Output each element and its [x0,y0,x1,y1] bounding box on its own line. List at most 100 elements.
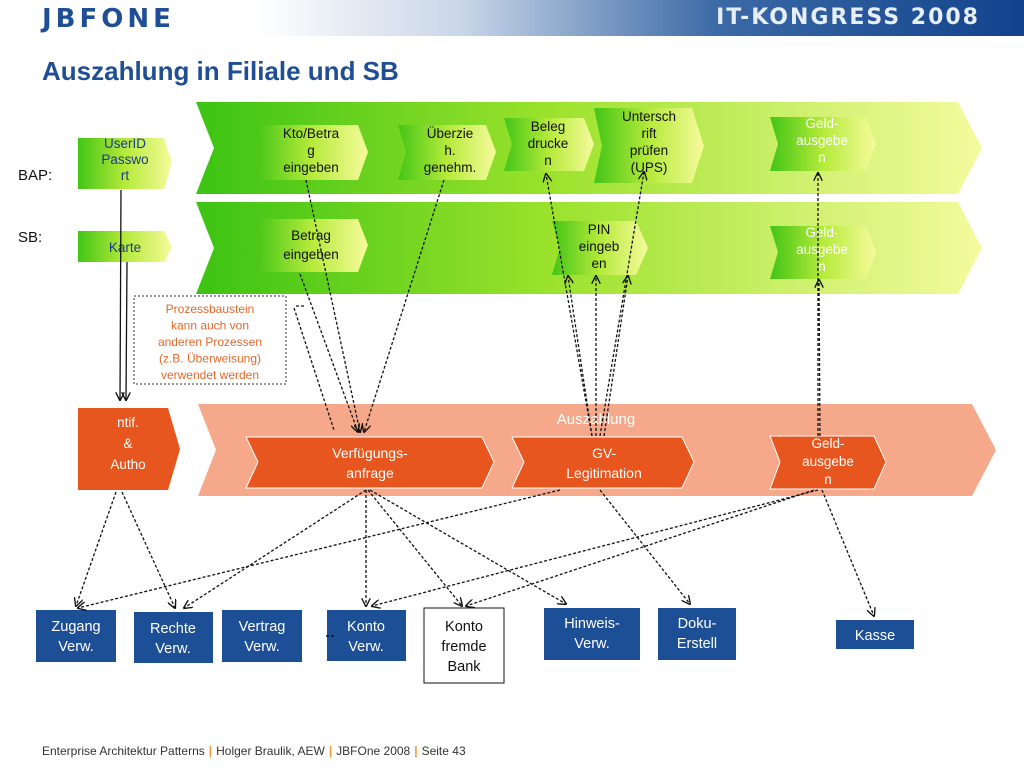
gv-legitimation-box: GV- Legitimation [511,436,695,489]
text-line: anfrage [346,465,394,481]
text-line: Prozessbaustein [166,302,255,316]
text-line: Verfügungs- [332,445,408,461]
text-line: Konto [347,619,385,635]
text-line: Kto/Betra [283,126,340,141]
text-line: UserID [104,136,146,151]
text-line: g [307,143,315,158]
text-line: eingeben [283,160,339,175]
page-title: Auszahlung in Filiale und SB [42,56,399,86]
text-line: rift [642,126,657,141]
text-line: Geld- [805,116,838,131]
text-line: eingeben [283,247,339,262]
text-line: verwendet werden [161,368,259,382]
doku-erstell-box: Doku- Erstell [658,608,736,660]
text-line: Verw. [244,639,279,655]
text-line: n [818,259,826,274]
svg-text:Hinweis-Verw.: Hinweis- Verw. [564,616,620,652]
text-line: Doku- [678,616,717,632]
text-line: Vertrag [239,619,286,635]
svg-text:Doku-Erstell: Doku- Erstell [677,616,717,652]
text-line: Zugang [51,619,100,635]
text-line: Verw. [58,639,93,655]
text-line: (z.B. Überweisung) [159,352,261,366]
text-line: ausgebe [796,133,848,148]
text-line: Karte [109,240,141,255]
text-line: Beleg [531,119,566,134]
sb-label: SB: [18,229,42,246]
text-line: Untersch [622,109,676,124]
solid-arrows [120,189,127,400]
karte-box: Karte [78,231,172,262]
footer: Enterprise Architektur Patterns|Holger B… [42,744,466,758]
text-line: Konto [445,619,483,635]
text-line: Geld- [811,436,844,451]
congress-label: IT-KONGRESS 2008 [716,5,980,30]
footer-part-3: JBFOne 2008 [336,744,411,758]
text-line: (UPS) [631,160,668,175]
hinweis-verw-box: Hinweis- Verw. [544,608,640,660]
text-line: ntif. [117,415,139,430]
footer-part-1: Enterprise Architektur Patterns [42,744,205,758]
text-line: kann auch von [171,319,249,333]
unterschrift-box: Untersch rift prüfen (UPS) [594,108,704,183]
svg-text:GV-Legitimation: GV- Legitimation [566,445,642,481]
dotted-arrows [76,172,874,637]
svg-text:Karte: Karte [109,240,141,255]
text-line: drucke [528,136,569,151]
text-line: Kasse [855,628,895,644]
svg-text:Kasse: Kasse [855,628,895,644]
jbfone-logo: JBFONE [42,4,175,34]
text-line: Betrag [291,228,331,243]
text-line: Verw. [155,641,190,657]
text-line: ausgebe [802,454,854,469]
header-banner: JBFONE IT-KONGRESS 2008 [0,0,1024,36]
text-line: en [591,256,606,271]
text-line: Erstell [677,636,717,652]
text-line: Bank [447,659,481,675]
text-line: Legitimation [566,465,642,481]
text-line: Verw. [574,636,609,652]
text-line: fremde [441,639,486,655]
footer-part-2: Holger Braulik, AEW [216,744,325,758]
text-line: Autho [110,457,145,472]
text-line: ausgebe [796,242,848,257]
text-line: eingeb [579,239,620,254]
text-line: Geld- [805,225,838,240]
text-line: prüfen [630,143,668,158]
text-line: Rechte [150,621,196,637]
process-note: Prozessbaustein kann auch von anderen Proz… [133,295,287,385]
text-line: GV- [592,445,616,461]
text-line: Verw. [348,639,383,655]
text-line: Hinweis- [564,616,620,632]
text-line: anderen Prozessen [158,335,262,349]
text-line: genehm. [424,160,477,175]
text-line: h. [444,143,455,158]
betrag-sb-box: Betrag eingeben [254,219,368,272]
text-line: Authe [110,394,145,409]
footer-part-4: Seite 43 [421,744,466,758]
text-line: n [824,472,832,487]
verfuegung-box: Verfügungs-anfrage [245,436,495,489]
bap-label: BAP: [18,167,52,184]
